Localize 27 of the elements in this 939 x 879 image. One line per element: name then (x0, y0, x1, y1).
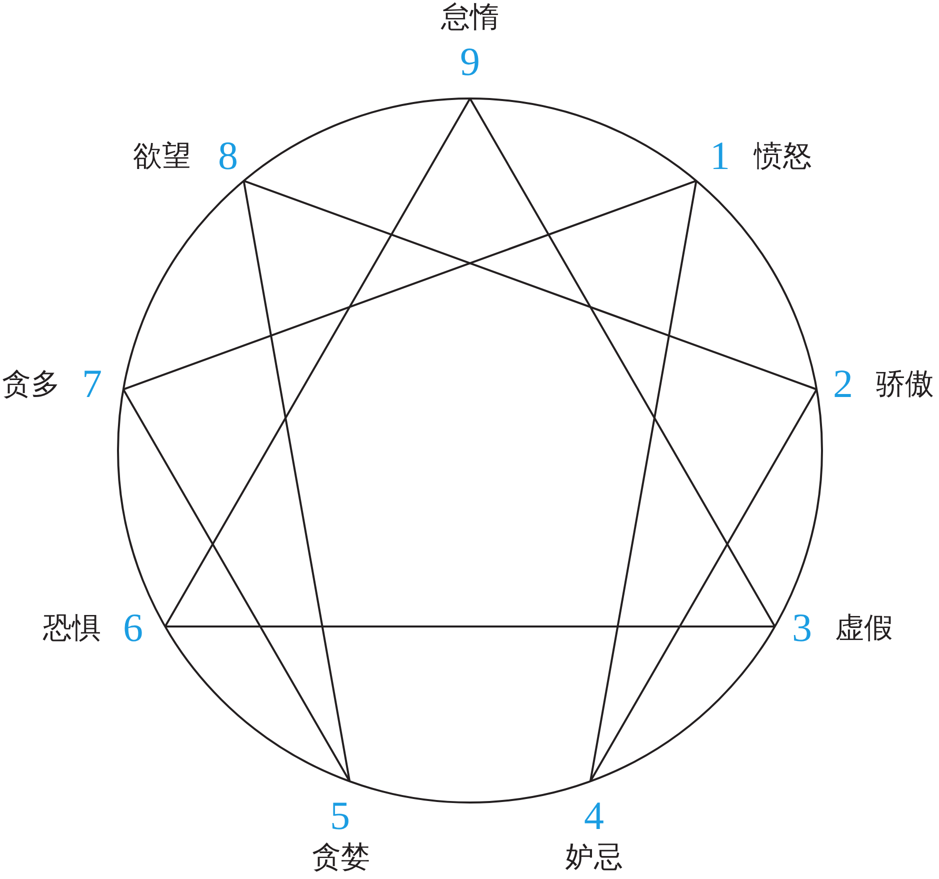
type-name: 贪多 (2, 370, 60, 398)
type-name: 怠惰 (441, 2, 499, 32)
connecting-line (242, 180, 351, 782)
type-number: 4 (584, 796, 604, 836)
connecting-line (123, 180, 697, 390)
type-number: 8 (218, 136, 238, 176)
type-number: 2 (832, 364, 853, 404)
type-number: 9 (460, 42, 480, 82)
type-name: 虚假 (834, 614, 893, 642)
type-name: 欲望 (133, 142, 191, 170)
connecting-line (590, 388, 818, 782)
connecting-line (122, 388, 350, 782)
type-name: 贪婪 (312, 842, 370, 872)
type-number: 6 (123, 608, 143, 648)
type-name: 妒忌 (565, 842, 623, 872)
connecting-line (469, 98, 776, 627)
type-name: 愤怒 (754, 142, 812, 170)
type-number: 1 (710, 136, 730, 176)
connecting-line (164, 98, 471, 627)
connecting-line (589, 180, 698, 782)
connecting-line (165, 626, 775, 628)
type-number: 5 (330, 796, 350, 836)
type-number: 3 (792, 608, 812, 648)
type-name: 恐惧 (43, 614, 101, 642)
connecting-line (243, 180, 817, 390)
type-name: 骄傲 (876, 370, 934, 398)
type-number: 7 (82, 364, 102, 404)
